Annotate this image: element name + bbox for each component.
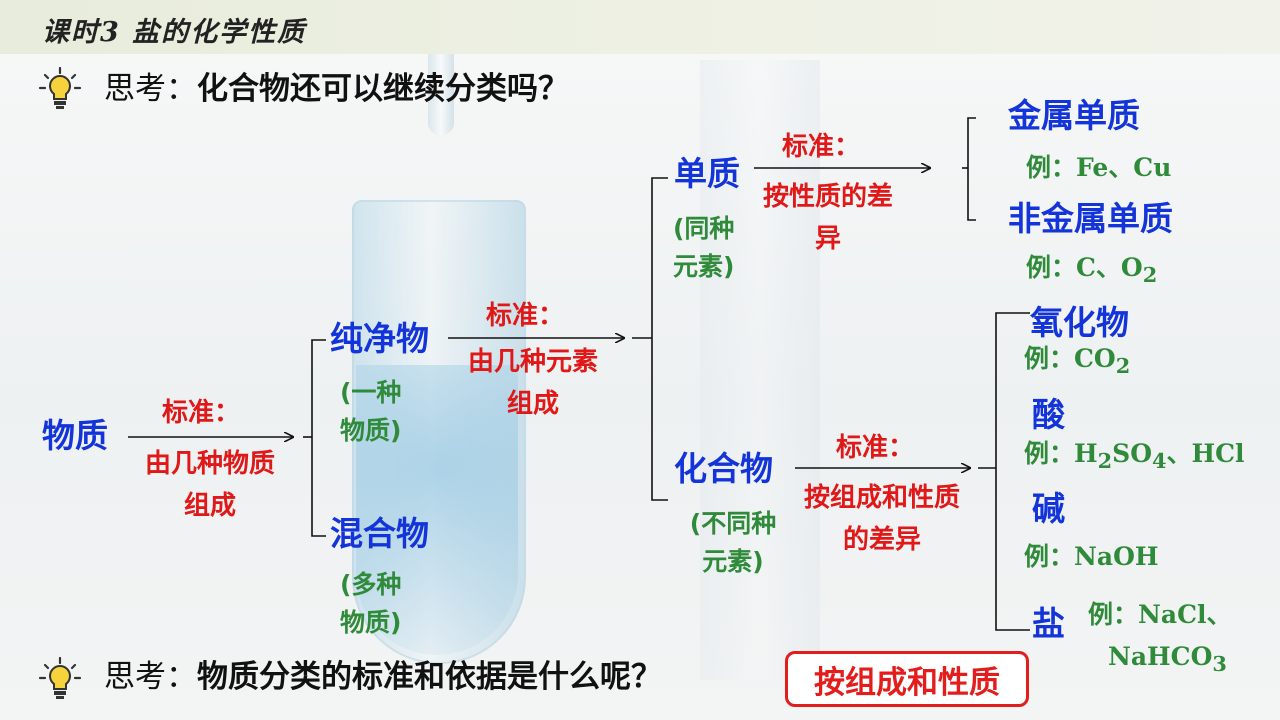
slide-title: 课时3 盐的化学性质 bbox=[42, 17, 307, 48]
example-acid: 例：H2SO4、HCl bbox=[1024, 439, 1245, 473]
criterion-root-label: 标准： bbox=[162, 398, 241, 428]
desc-compound: (不同种元素) bbox=[689, 509, 777, 576]
example-base: 例：NaOH bbox=[1024, 542, 1159, 571]
lightbulb-icon bbox=[38, 66, 82, 109]
criterion-element-label: 标准： bbox=[782, 132, 861, 162]
example-salt-2: NaHCO3 bbox=[1108, 642, 1227, 676]
node-acid: 酸 bbox=[1032, 395, 1065, 434]
title-bar bbox=[0, 0, 1280, 54]
think-question-1: 思考：化合物还可以继续分类吗？ bbox=[104, 71, 569, 108]
bracket-root bbox=[311, 339, 326, 537]
bracket-pure bbox=[651, 177, 668, 501]
criterion-pure-text: 由几种元素组成 bbox=[467, 347, 598, 419]
think-question-2: 思考：物质分类的标准和依据是什么呢？ bbox=[104, 659, 662, 696]
node-element: 单质 bbox=[674, 154, 740, 193]
node-metal-element: 金属单质 bbox=[1008, 96, 1140, 135]
lightbulb-icon bbox=[38, 656, 82, 699]
criterion-root-text: 由几种物质组成 bbox=[144, 449, 275, 521]
node-salt: 盐 bbox=[1032, 604, 1065, 643]
desc-mixture: (多种物质) bbox=[340, 570, 402, 637]
criterion-element-text: 按性质的差异 bbox=[762, 182, 893, 254]
think-prefix-1: 思考： bbox=[104, 71, 197, 107]
desc-pure-substance: (一种物质) bbox=[340, 378, 402, 445]
node-substance: 物质 bbox=[42, 416, 108, 455]
desc-element: (同种元素) bbox=[673, 214, 735, 281]
criterion-compound-text: 按组成和性质的差异 bbox=[803, 483, 960, 555]
node-mixture: 混合物 bbox=[330, 514, 429, 553]
example-nonmetal: 例：C、O2 bbox=[1026, 253, 1158, 287]
think-text-2: 物质分类的标准和依据是什么呢？ bbox=[197, 659, 662, 695]
example-salt-1: 例：NaCl、 bbox=[1088, 600, 1232, 629]
node-pure-substance: 纯净物 bbox=[330, 319, 429, 358]
test-tube-liquid-decoration bbox=[356, 365, 518, 655]
node-base: 碱 bbox=[1032, 489, 1065, 528]
bracket-compound bbox=[995, 312, 1030, 631]
pipette-decoration bbox=[428, 50, 454, 135]
node-nonmetal-element: 非金属单质 bbox=[1008, 199, 1173, 238]
measuring-cylinder-decoration bbox=[700, 60, 820, 680]
bracket-element bbox=[967, 117, 976, 221]
example-metal: 例：Fe、Cu bbox=[1026, 153, 1172, 182]
criterion-compound-label: 标准： bbox=[836, 433, 915, 463]
criterion-pure-label: 标准： bbox=[486, 301, 565, 331]
think-prefix-2: 思考： bbox=[104, 659, 197, 695]
answer-box: 按组成和性质 bbox=[785, 651, 1029, 707]
node-oxide: 氧化物 bbox=[1030, 303, 1129, 342]
think-text-1: 化合物还可以继续分类吗？ bbox=[197, 71, 569, 107]
node-compound: 化合物 bbox=[674, 449, 773, 488]
example-oxide: 例：CO2 bbox=[1024, 344, 1131, 378]
